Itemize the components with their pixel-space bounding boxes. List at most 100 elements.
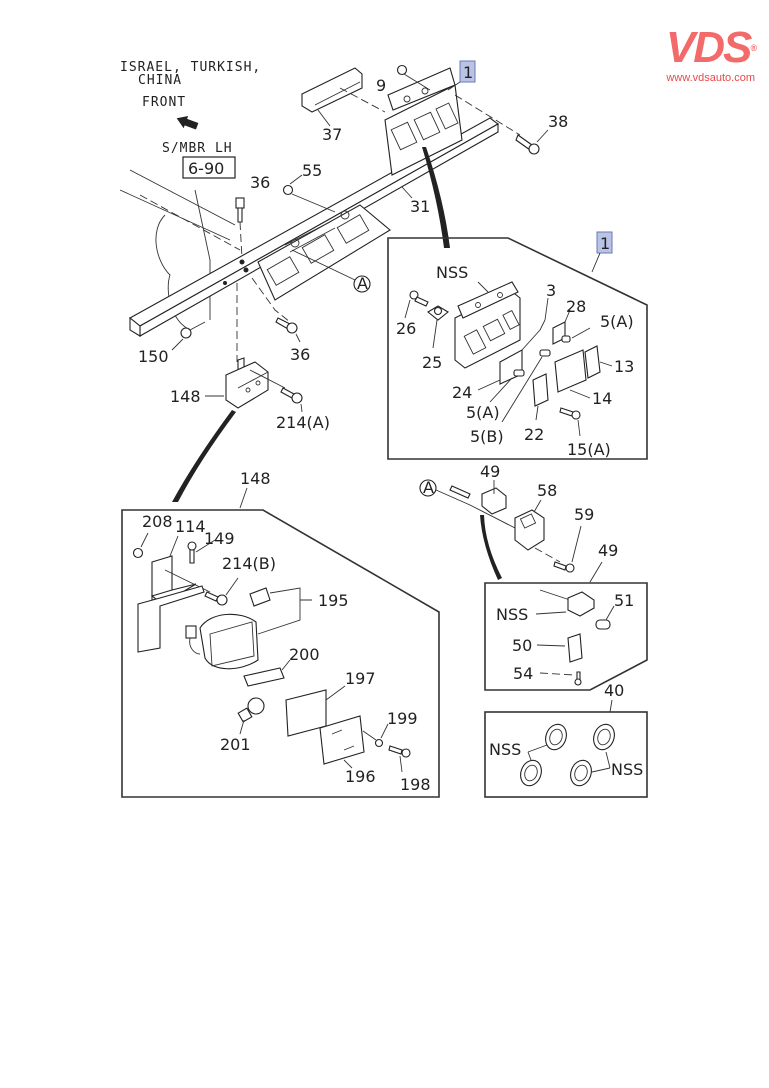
label-14[interactable]: 14 [592,389,612,408]
bulb-5b [539,349,551,357]
socket-49 [449,485,507,515]
nut-208 [132,547,144,559]
bolt-36-top [235,197,245,223]
label-54[interactable]: 54 [513,664,533,683]
registered-mark: ® [750,43,756,53]
label-5b[interactable]: 5(B) [470,427,504,446]
clip-195 [249,587,271,607]
rail-lamp-housing [257,204,391,301]
label-149[interactable]: 149 [204,529,235,548]
bulb-5a-top [561,335,571,343]
label-13[interactable]: 13 [614,357,634,376]
detail-148-frame [121,509,440,798]
screw-59 [553,561,575,573]
detail-40-title[interactable]: 40 [604,681,624,700]
label-196[interactable]: 196 [345,767,376,786]
detail-1-pointer [422,147,450,248]
label-58[interactable]: 58 [537,481,557,500]
label-36-bottom[interactable]: 36 [290,345,310,364]
label-28[interactable]: 28 [566,297,586,316]
lens-196 [319,715,365,765]
bolt-214a [280,387,303,404]
bulb-5a-bottom [513,369,525,377]
label-214b[interactable]: 214(B) [222,554,276,573]
bolt-38 [515,134,540,155]
label-24[interactable]: 24 [452,383,472,402]
label-nss-49[interactable]: NSS [496,605,528,624]
label-38[interactable]: 38 [548,112,568,131]
bolt-214b [204,591,228,606]
detail-49-pointer [480,515,502,580]
label-25[interactable]: 25 [422,353,442,372]
label-5a-top[interactable]: 5(A) [600,312,634,331]
label-5a-bottom[interactable]: 5(A) [466,403,500,422]
detail-1-frame [387,237,648,460]
label-49[interactable]: 49 [480,462,500,481]
label-148[interactable]: 148 [170,387,201,406]
callout-1-detail[interactable]: 1 [600,234,610,253]
callout-1-box [459,60,476,83]
clip-50 [567,633,583,663]
label-200[interactable]: 200 [289,645,320,664]
vds-logo: VDS® www.vdsauto.com [666,26,757,85]
lens-22 [532,373,549,407]
washer-199 [374,738,384,748]
label-3[interactable]: 3 [546,281,556,300]
label-195[interactable]: 195 [318,591,349,610]
label-114[interactable]: 114 [175,517,206,536]
bulb-51 [595,619,611,630]
label-214a[interactable]: 214(A) [276,413,330,432]
label-36-top[interactable]: 36 [250,173,270,192]
nut-55 [282,184,294,196]
vds-url[interactable]: www.vdsauto.com [666,72,755,84]
bracket-37 [301,67,363,113]
label-9[interactable]: 9 [376,76,386,95]
lens-14 [554,349,587,393]
detail-49-title[interactable]: 49 [598,541,618,560]
label-51[interactable]: 51 [614,591,634,610]
label-197[interactable]: 197 [345,669,376,688]
gasket-200 [243,667,285,687]
socket-nss-49 [539,589,595,617]
label-31[interactable]: 31 [410,197,430,216]
cover-58 [514,509,545,551]
screw-26 [409,290,429,307]
detail-49-frame [484,582,648,691]
label-22[interactable]: 22 [524,425,544,444]
lamp-base [137,585,205,653]
label-199[interactable]: 199 [387,709,418,728]
nut-150 [180,327,192,339]
lens-13 [584,345,601,379]
label-59[interactable]: 59 [574,505,594,524]
label-15a[interactable]: 15(A) [567,440,611,459]
label-198[interactable]: 198 [400,775,431,794]
callout-1[interactable]: 1 [463,63,473,82]
label-150[interactable]: 150 [138,347,169,366]
ref-a-wire-circle [419,479,437,497]
ref-a-circle [353,275,371,293]
ref-a-main[interactable]: A [357,274,368,293]
detail-148-pointer [172,410,236,502]
label-55[interactable]: 55 [302,161,322,180]
callout-1-detail-box [596,231,613,254]
label-nss-detail-1[interactable]: NSS [436,263,468,282]
reflectors-40 [520,723,615,787]
detail-1-housing [454,281,521,369]
reference-box [182,156,236,179]
label-nss-40-right[interactable]: NSS [611,760,643,779]
label-208[interactable]: 208 [142,512,173,531]
label-nss-40-left[interactable]: NSS [489,740,521,759]
bolt-36-bottom [275,317,298,334]
label-26[interactable]: 26 [396,319,416,338]
front-label: FRONT [142,95,186,110]
smbr-label: S/MBR LH [162,141,233,156]
bulb-201 [237,697,265,723]
label-37[interactable]: 37 [322,125,342,144]
label-50[interactable]: 50 [512,636,532,655]
bolt-149 [187,541,197,564]
ref-a-wire[interactable]: A [423,478,434,497]
reference-box-label[interactable]: 6-90 [188,159,224,178]
detail-148-title[interactable]: 148 [240,469,271,488]
label-201[interactable]: 201 [220,735,251,754]
